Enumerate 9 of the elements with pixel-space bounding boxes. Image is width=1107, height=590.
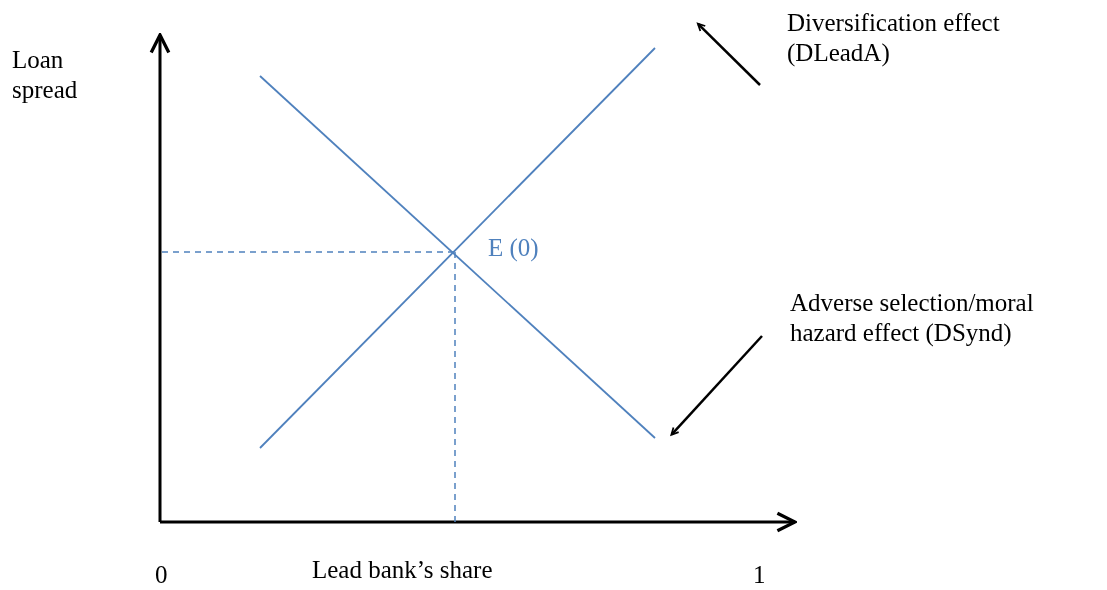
leader-arrow xyxy=(696,22,761,86)
effect-label: Adverse selection/moral hazard effect (DSynd) xyxy=(790,288,1105,348)
axis-title: Lead bank’s share xyxy=(312,555,494,585)
effect-label: Diversification effect (DLeadA) xyxy=(787,8,1102,68)
axis-tick-label: 1 xyxy=(753,560,767,590)
leader-arrow xyxy=(670,335,763,436)
axis-title: Loan spread xyxy=(12,45,79,105)
axis-tick-label: 0 xyxy=(155,560,169,590)
equilibrium-label: E (0) xyxy=(488,233,540,263)
